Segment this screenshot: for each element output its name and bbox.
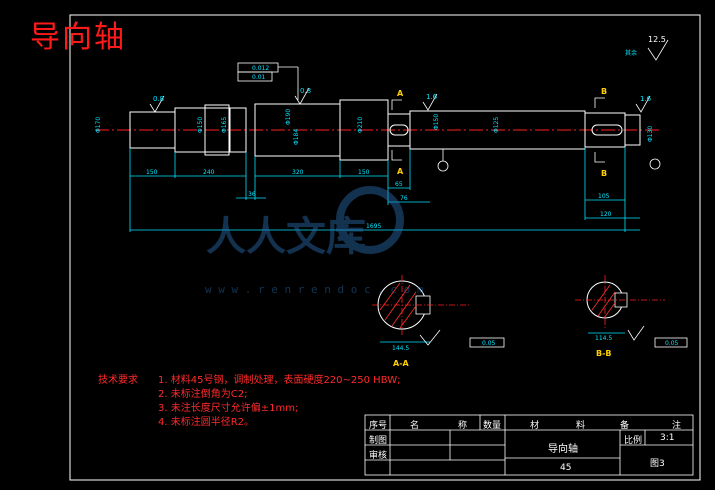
dia-9: Φ130 bbox=[647, 126, 654, 142]
tb-col-mat: 材 bbox=[530, 421, 540, 431]
roughness-symbols bbox=[149, 39, 669, 113]
roughness-corner-label: 其余 bbox=[625, 49, 637, 57]
roughness-keya: 1.6 bbox=[426, 93, 438, 101]
tb-col-remark2: 注 bbox=[672, 421, 682, 431]
section-bb-label: B-B bbox=[596, 349, 612, 358]
dia-7: Φ150 bbox=[433, 114, 440, 130]
keyway-b bbox=[591, 124, 623, 136]
tb-checked: 审核 bbox=[369, 451, 388, 461]
len-6: 65 bbox=[395, 181, 403, 188]
tolerance-2: 0.01 bbox=[252, 74, 266, 81]
tb-material: 45 bbox=[560, 463, 572, 473]
dia-1: Φ170 bbox=[95, 117, 102, 133]
section-mark-a-bottom: A bbox=[397, 167, 404, 176]
watermark-text: 人人文库 bbox=[206, 214, 366, 260]
title-block bbox=[364, 414, 694, 476]
len-5: 150 bbox=[358, 169, 370, 176]
roughness-mid: 0.8 bbox=[300, 87, 311, 95]
tb-scale: 3:1 bbox=[660, 433, 675, 443]
roughness-right: 1.6 bbox=[640, 95, 652, 103]
datum-symbols bbox=[437, 149, 661, 172]
drawing-title: 导向轴 bbox=[30, 20, 126, 55]
tb-part-name: 导向轴 bbox=[548, 444, 578, 455]
tb-drawing-no: 图3 bbox=[650, 459, 665, 469]
section-mark-b-top: B bbox=[601, 87, 607, 96]
note-item: 2. 未标注倒角为C2; bbox=[158, 389, 248, 400]
tb-col-seq: 序号 bbox=[369, 421, 388, 431]
len-3: 36 bbox=[248, 191, 256, 198]
section-aa-label: A-A bbox=[393, 359, 410, 368]
len-total: 1695 bbox=[366, 223, 381, 230]
len-8: 105 bbox=[598, 193, 610, 200]
watermark: 人人文库 w w w . r e n r e n d o c . c o m bbox=[205, 186, 424, 296]
section-cuts bbox=[391, 97, 605, 163]
roughness-left: 0.8 bbox=[153, 95, 164, 103]
tb-col-name2: 称 bbox=[458, 421, 468, 431]
len-1: 150 bbox=[146, 169, 158, 176]
note-item: 4. 未标注圆半径R2。 bbox=[158, 417, 255, 428]
dia-2: Φ150 bbox=[197, 117, 204, 133]
tb-col-qty: 数量 bbox=[483, 421, 502, 431]
section-aa-width: 144.5 bbox=[392, 345, 409, 352]
len-9: 120 bbox=[600, 211, 612, 218]
notes-heading: 技术要求 bbox=[98, 375, 138, 386]
len-2: 240 bbox=[203, 169, 215, 176]
tb-drawn: 制图 bbox=[369, 436, 388, 446]
section-mark-a-top: A bbox=[397, 89, 404, 98]
note-item: 3. 未注长度尺寸允许偏±1mm; bbox=[158, 403, 299, 414]
notes-list: 1. 材料45号钢，调制处理，表面硬度220~250 HBW; 2. 未标注倒角… bbox=[158, 374, 438, 430]
section-mark-b-bottom: B bbox=[601, 169, 607, 178]
dimension-lines bbox=[129, 147, 640, 232]
length-labels: 150 240 36 320 150 65 76 105 120 1695 bbox=[146, 169, 612, 230]
dia-6: Φ210 bbox=[357, 117, 364, 133]
tb-scale-label: 比例 bbox=[624, 436, 643, 446]
tolerance-1: 0.012 bbox=[252, 65, 269, 72]
section-bb-tol: 0.05 bbox=[665, 340, 679, 347]
section-aa bbox=[372, 275, 505, 348]
section-bb bbox=[575, 275, 688, 348]
len-7: 76 bbox=[400, 195, 408, 202]
drawing-border bbox=[69, 14, 701, 481]
section-bb-width: 114.5 bbox=[595, 335, 612, 342]
tb-col-mat2: 料 bbox=[576, 421, 586, 431]
tolerance-frames bbox=[237, 62, 299, 100]
tb-col-name: 名 bbox=[410, 421, 420, 431]
dia-5: Φ184 bbox=[293, 129, 300, 145]
watermark-url: w w w . r e n r e n d o c . c o m bbox=[205, 283, 424, 296]
shaft-outline bbox=[129, 99, 641, 161]
dia-8: Φ125 bbox=[493, 117, 500, 133]
note-item: 1. 材料45号钢，调制处理，表面硬度220~250 HBW; bbox=[158, 375, 401, 386]
section-aa-tol: 0.05 bbox=[482, 340, 496, 347]
len-4: 320 bbox=[292, 169, 304, 176]
tb-col-remark: 备 bbox=[620, 421, 630, 431]
dia-3: Φ165 bbox=[221, 117, 228, 133]
dia-4: Φ190 bbox=[285, 109, 292, 125]
keyway-a bbox=[389, 124, 409, 136]
diameter-labels: Φ170 Φ150 Φ165 Φ190 Φ184 Φ210 Φ150 Φ125 … bbox=[95, 109, 654, 145]
roughness-corner-value: 12.5 bbox=[648, 35, 666, 44]
